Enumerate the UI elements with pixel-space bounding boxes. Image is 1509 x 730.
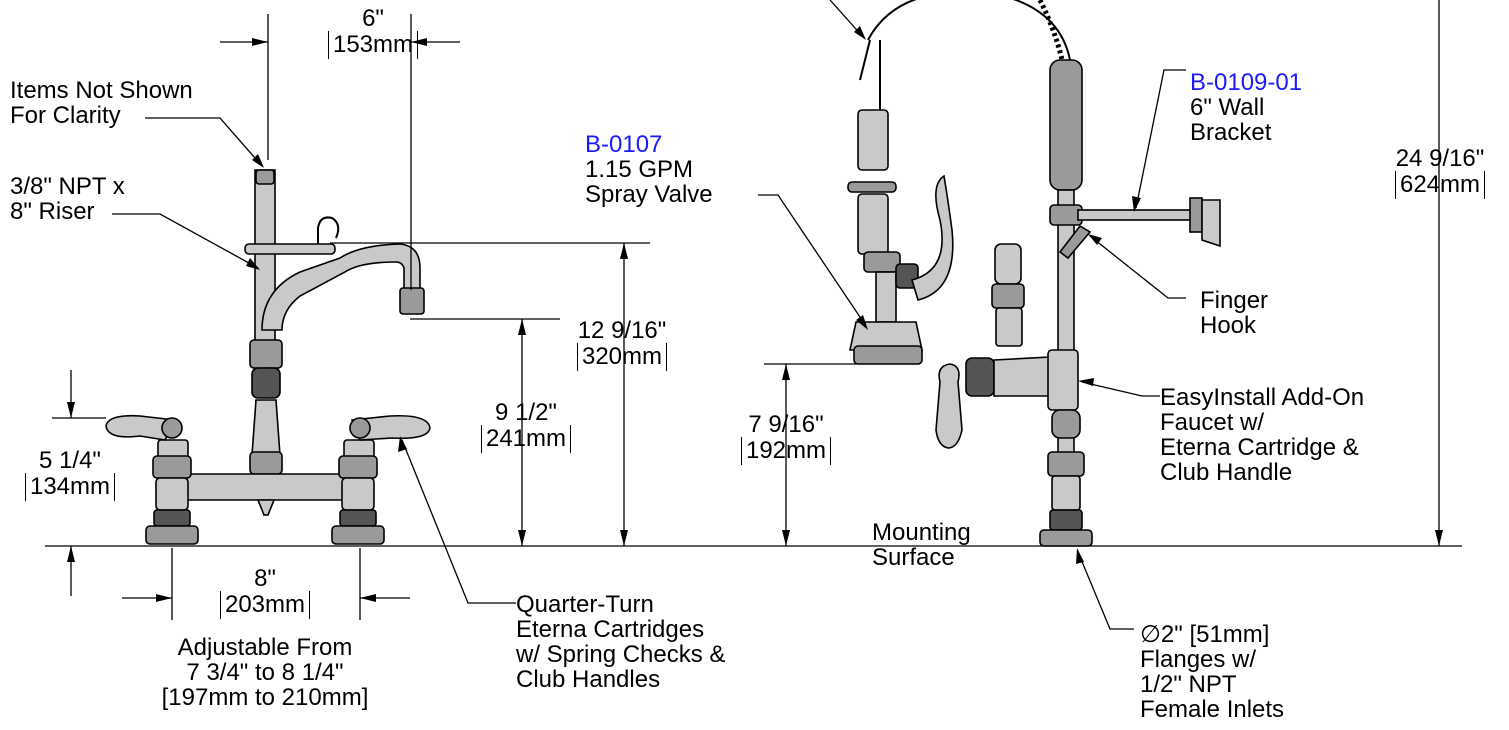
centers-dimension: 8" 203mm: [190, 566, 340, 619]
add-on-faucet-callout: EasyInstall Add-On Faucet w/ Eterna Cart…: [1160, 385, 1364, 485]
riser-line-2: 8" Riser: [10, 198, 95, 225]
centers-in: 8": [254, 565, 276, 592]
spout-height-mm: 241mm: [480, 425, 572, 453]
items-not-shown-line-1: Items Not Shown: [10, 77, 193, 104]
wall-bracket-line-1: 6" Wall: [1190, 94, 1265, 121]
finger-hook-line-2: Hook: [1200, 312, 1257, 339]
add-on-line-1: EasyInstall Add-On: [1160, 384, 1365, 411]
riser-line-1: 3/8" NPT x: [10, 173, 125, 200]
overall-height-left-dimension: 12 9/16" 320mm: [552, 318, 692, 371]
cartridges-line-3: w/ Spring Checks &: [516, 641, 726, 668]
spout-reach-in: 6": [362, 5, 384, 32]
overall-height-left-mm: 320mm: [576, 343, 668, 371]
valve-height-in: 7 9/16": [748, 411, 824, 438]
adjustable-line-3: [197mm to 210mm]: [161, 684, 369, 711]
add-on-line-4: Club Handle: [1160, 459, 1293, 486]
adjustable-line-1: Adjustable From: [177, 634, 353, 661]
spout-height-dimension: 9 1/2" 241mm: [456, 400, 596, 453]
finger-hook-line-1: Finger: [1200, 287, 1269, 314]
spray-valve-part-number: B-0107: [585, 131, 663, 158]
handle-height-dimension: 5 1/4" 134mm: [0, 448, 140, 501]
add-on-line-2: Faucet w/: [1160, 409, 1265, 436]
spout-reach-dimension: 6" 153mm: [318, 6, 428, 59]
spray-valve-line-2: Spray Valve: [585, 181, 713, 208]
left-faucet-body: [105, 169, 431, 545]
cartridges-line-4: Club Handles: [516, 666, 661, 693]
flanges-line-4: Female Inlets: [1140, 696, 1285, 723]
centers-mm: 203mm: [219, 591, 311, 619]
adjustable-line-2: 7 3/4" to 8 1/4": [186, 659, 344, 686]
spout-reach-mm: 153mm: [327, 31, 419, 59]
items-not-shown-line-2: For Clarity: [10, 102, 121, 129]
right-dimension-lines: [758, 0, 1443, 630]
overall-height-right-dimension: 24 9/16" 624mm: [1372, 146, 1508, 199]
wall-bracket-part-number: B-0109-01: [1190, 69, 1303, 96]
flanges-line-1: ∅2" [51mm]: [1140, 621, 1270, 648]
add-on-line-3: Eterna Cartridge &: [1160, 434, 1359, 461]
right-prerinse-body: [847, 0, 1221, 547]
spout-height-in: 9 1/2": [495, 399, 557, 426]
valve-height-mm: 192mm: [740, 437, 832, 465]
wall-bracket-line-2: Bracket: [1190, 119, 1272, 146]
mounting-surface-line-1: Mounting: [872, 519, 971, 546]
valve-height-dimension: 7 9/16" 192mm: [718, 412, 854, 465]
spray-valve-callout: B-0107 1.15 GPM Spray Valve: [585, 132, 713, 207]
overall-height-right-mm: 624mm: [1394, 171, 1486, 199]
cartridges-line-1: Quarter-Turn: [516, 591, 654, 618]
flanges-callout: ∅2" [51mm] Flanges w/ 1/2" NPT Female In…: [1140, 622, 1284, 722]
handle-height-in: 5 1/4": [39, 447, 101, 474]
cartridges-line-2: Eterna Cartridges: [516, 616, 705, 643]
flanges-line-3: 1/2" NPT: [1140, 671, 1237, 698]
left-dimension-lines: [52, 14, 650, 620]
cartridges-note: Quarter-Turn Eterna Cartridges w/ Spring…: [516, 592, 725, 692]
mounting-surface-line-2: Surface: [872, 544, 955, 571]
flanges-line-2: Flanges w/: [1140, 646, 1257, 673]
wall-bracket-callout: B-0109-01 6" Wall Bracket: [1190, 70, 1302, 145]
overall-height-left-in: 12 9/16": [577, 317, 667, 344]
overall-height-right-in: 24 9/16": [1395, 145, 1485, 172]
finger-hook-callout: Finger Hook: [1200, 288, 1268, 338]
riser-note: 3/8" NPT x 8" Riser: [10, 174, 125, 224]
mounting-surface-label: Mounting Surface: [872, 520, 971, 570]
spray-valve-line-1: 1.15 GPM: [585, 156, 694, 183]
adjustable-note: Adjustable From 7 3/4" to 8 1/4" [197mm …: [140, 635, 390, 710]
items-not-shown-note: Items Not Shown For Clarity: [10, 78, 193, 128]
handle-height-mm: 134mm: [24, 473, 116, 501]
